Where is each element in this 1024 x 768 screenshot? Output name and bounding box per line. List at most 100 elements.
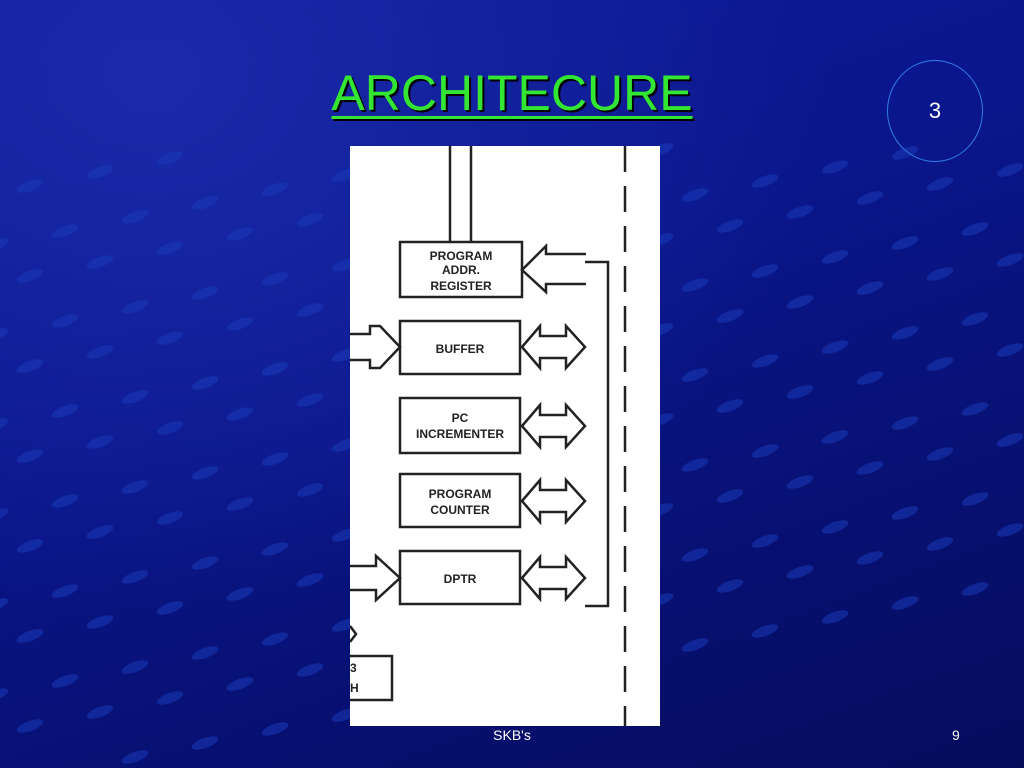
- dptr-left-arrow: [350, 553, 402, 603]
- background-dash: [226, 227, 254, 241]
- program-addr-register-label-3: REGISTER: [430, 279, 492, 293]
- background-dash: [0, 688, 9, 702]
- background-dash: [996, 433, 1024, 447]
- background-dash: [961, 582, 989, 596]
- background-dash: [821, 610, 849, 624]
- background-dash: [681, 278, 709, 292]
- background-dash: [996, 163, 1024, 177]
- partial-left-arrow: [349, 625, 358, 643]
- page-number: 9: [952, 727, 960, 743]
- background-dash: [226, 497, 254, 511]
- background-dash: [156, 511, 184, 525]
- background-dash: [821, 160, 849, 174]
- background-dash: [226, 317, 254, 331]
- background-dash: [191, 376, 219, 390]
- background-dash: [856, 371, 884, 385]
- background-dash: [681, 638, 709, 652]
- background-dash: [261, 362, 289, 376]
- background-dash: [996, 523, 1024, 537]
- background-dash: [996, 253, 1024, 267]
- background-dash: [296, 483, 324, 497]
- background-dash: [786, 565, 814, 579]
- program-counter-box: [398, 472, 522, 529]
- background-dash: [261, 722, 289, 736]
- background-dash: [121, 660, 149, 674]
- background-dash: [261, 272, 289, 286]
- background-dash: [51, 224, 79, 238]
- background-dash: [786, 295, 814, 309]
- background-dash: [16, 629, 44, 643]
- background-dash: [296, 573, 324, 587]
- background-dash: [226, 677, 254, 691]
- background-dash: [926, 447, 954, 461]
- background-dash: [16, 359, 44, 373]
- background-dash: [156, 691, 184, 705]
- background-dash: [716, 219, 744, 233]
- background-dash: [16, 539, 44, 553]
- background-dash: [821, 520, 849, 534]
- background-dash: [856, 281, 884, 295]
- background-dash: [296, 213, 324, 227]
- background-dash: [51, 494, 79, 508]
- background-dash: [716, 399, 744, 413]
- background-dash: [16, 719, 44, 733]
- pc-incrementer-label-1: PC: [452, 411, 469, 425]
- background-dash: [821, 430, 849, 444]
- background-dash: [296, 303, 324, 317]
- background-dash: [716, 489, 744, 503]
- background-dash: [156, 151, 184, 165]
- background-dash: [681, 188, 709, 202]
- background-dash: [786, 385, 814, 399]
- background-dash: [751, 444, 779, 458]
- background-dash: [891, 416, 919, 430]
- background-dash: [751, 264, 779, 278]
- background-dash: [926, 267, 954, 281]
- background-dash: [86, 255, 114, 269]
- background-dash: [891, 506, 919, 520]
- background-dash: [751, 534, 779, 548]
- background-dash: [821, 250, 849, 264]
- background-dash: [961, 402, 989, 416]
- background-dash: [296, 663, 324, 677]
- background-dash: [961, 492, 989, 506]
- background-dash: [191, 736, 219, 750]
- background-dash: [786, 205, 814, 219]
- background-dash: [16, 179, 44, 193]
- program-addr-register-label-1: PROGRAM: [430, 249, 493, 263]
- dptr-label: DPTR: [444, 572, 477, 586]
- background-dash: [961, 312, 989, 326]
- background-dash: [191, 466, 219, 480]
- background-dash: [86, 165, 114, 179]
- program-counter-label-1: PROGRAM: [429, 487, 492, 501]
- background-dash: [296, 393, 324, 407]
- background-dash: [191, 286, 219, 300]
- background-dash: [86, 615, 114, 629]
- pc-incrementer-label-2: INCREMENTER: [416, 427, 504, 441]
- background-dash: [121, 390, 149, 404]
- background-dash: [261, 182, 289, 196]
- background-dash: [86, 345, 114, 359]
- background-dash: [86, 705, 114, 719]
- background-dash: [121, 210, 149, 224]
- program-counter-label-2: COUNTER: [430, 503, 490, 517]
- partial-block-label-2: H: [350, 681, 359, 695]
- badge-number: 3: [928, 98, 942, 123]
- footer-text: SKB's: [493, 727, 531, 743]
- background-dash: [891, 596, 919, 610]
- background-dash: [716, 309, 744, 323]
- background-dash: [121, 300, 149, 314]
- background-dash: [751, 174, 779, 188]
- pc-incrementer-bus-arrow: [520, 401, 587, 451]
- background-dash: [926, 177, 954, 191]
- background-dash: [121, 570, 149, 584]
- background-dash: [821, 340, 849, 354]
- background-dash: [51, 584, 79, 598]
- background-dash: [86, 435, 114, 449]
- background-dash: [16, 449, 44, 463]
- background-dash: [751, 354, 779, 368]
- background-dash: [0, 238, 9, 252]
- background-dash: [716, 579, 744, 593]
- background-dash: [226, 587, 254, 601]
- background-dash: [226, 407, 254, 421]
